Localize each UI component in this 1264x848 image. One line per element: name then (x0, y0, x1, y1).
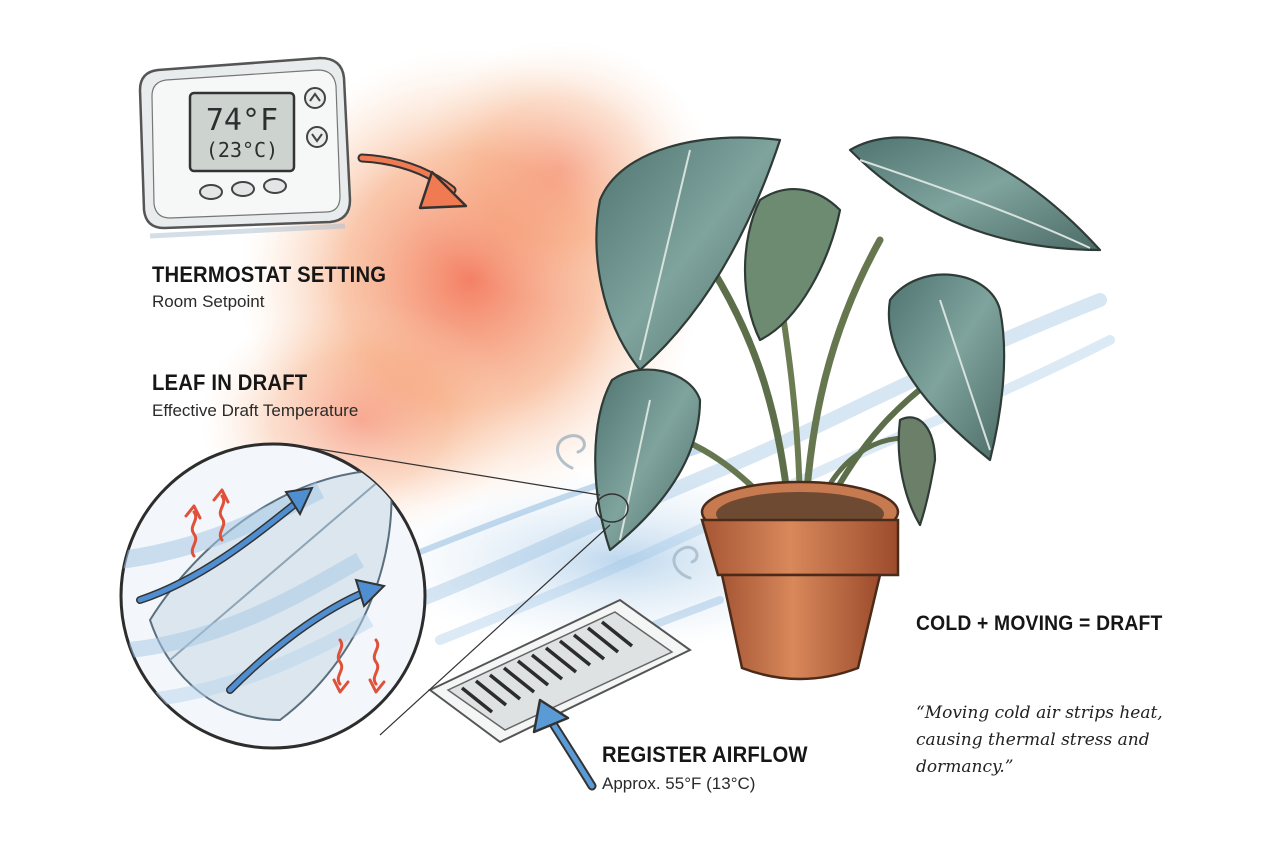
cold-arrow-icon (226, 578, 387, 694)
cold-arrow-icon (532, 698, 597, 791)
thermostat-subtitle: Room Setpoint (152, 292, 265, 311)
plant-leaves (594, 136, 1102, 552)
callout-lines (299, 445, 629, 736)
warm-arrow-icon (357, 153, 468, 210)
leaf-closeup-circle (119, 442, 427, 750)
heat-loss-arrow-icon (184, 488, 386, 694)
leaf-draft-title: LEAF IN DRAFT (152, 370, 308, 395)
thermostat-temp-f: 74°F (206, 103, 278, 138)
floor-register-icon (428, 598, 692, 744)
explanation-quote: “Moving cold air strips heat, causing th… (916, 703, 1163, 777)
plant-pot (700, 480, 900, 681)
thermostat-icon: 74°F (23°C) (138, 56, 352, 239)
register-title: REGISTER AIRFLOW (602, 742, 808, 767)
thermostat-temp-c: (23°C) (206, 138, 278, 162)
leaf-draft-subtitle: Effective Draft Temperature (152, 401, 359, 420)
thermostat-title: THERMOSTAT SETTING (152, 262, 387, 287)
warm-air-wash (200, 40, 710, 540)
cold-arrow-icon (136, 486, 314, 604)
draft-equation: COLD + MOVING = DRAFT (916, 612, 1163, 635)
register-subtitle: Approx. 55°F (13°C) (602, 774, 756, 793)
